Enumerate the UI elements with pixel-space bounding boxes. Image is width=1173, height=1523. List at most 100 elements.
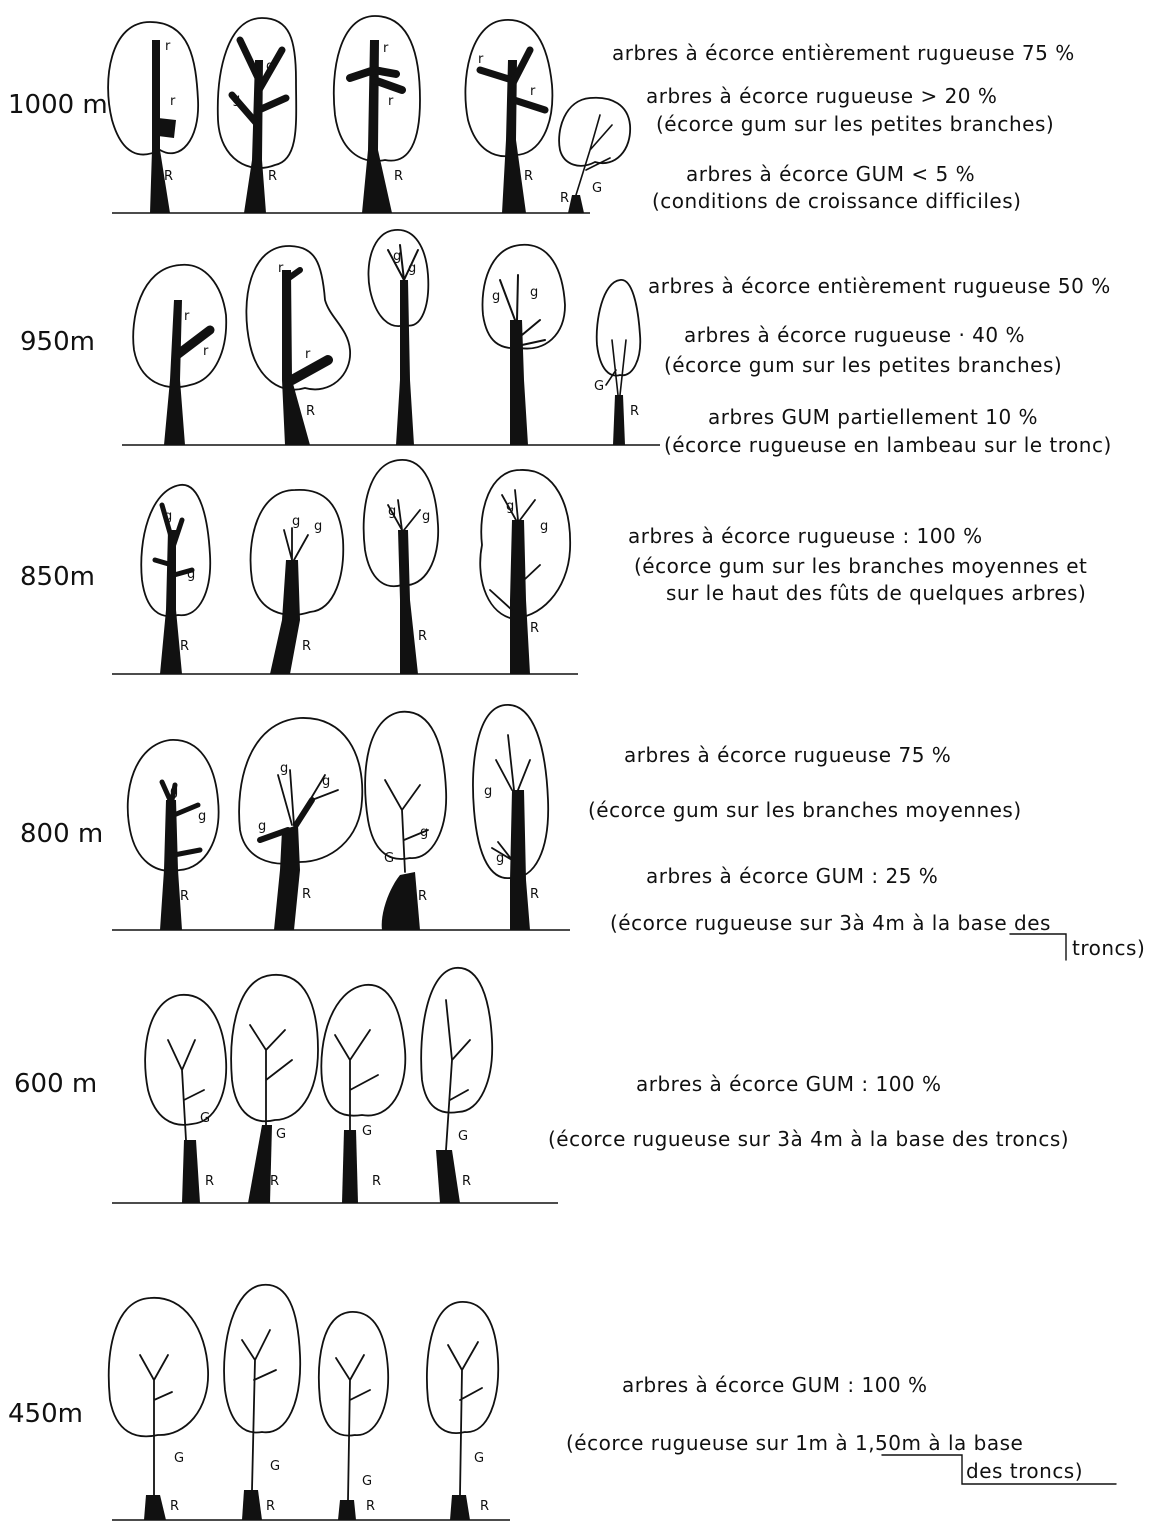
svg-text:(écorce gum sur les petites br: (écorce gum sur les petites branches) bbox=[656, 112, 1054, 136]
row-850m: 850m g g R g g R g g R bbox=[20, 460, 1087, 674]
svg-text:R: R bbox=[630, 404, 639, 419]
svg-text:G: G bbox=[384, 851, 394, 866]
svg-text:g: g bbox=[492, 289, 500, 304]
svg-text:arbres à écorce GUM : 100 %: arbres à écorce GUM : 100 % bbox=[622, 1373, 928, 1397]
tree-450m-1: G R bbox=[109, 1298, 208, 1520]
svg-text:R: R bbox=[530, 621, 539, 636]
svg-text:arbres à écorce rugueuse 75: arbres à écorce rugueuse 75 % bbox=[624, 743, 951, 767]
svg-text:r: r bbox=[203, 344, 209, 359]
svg-text:g: g bbox=[232, 92, 240, 107]
svg-text:R: R bbox=[266, 1499, 275, 1514]
svg-text:g: g bbox=[187, 567, 195, 582]
svg-text:r: r bbox=[388, 94, 394, 109]
svg-text:G: G bbox=[362, 1124, 372, 1139]
row-600m: 600 m G R G R G R G R bbox=[14, 968, 1069, 1203]
svg-text:R: R bbox=[418, 629, 427, 644]
svg-text:g: g bbox=[422, 509, 430, 524]
svg-text:g: g bbox=[388, 504, 396, 519]
svg-text:g: g bbox=[322, 774, 330, 789]
tree-1000m-1: r r R bbox=[108, 22, 198, 213]
row-450m: 450m G R G R G R G R bbox=[8, 1285, 1116, 1520]
svg-text:R: R bbox=[372, 1174, 381, 1189]
svg-text:G: G bbox=[200, 1111, 210, 1126]
svg-text:(écorce rugueuse en lambeau su: (écorce rugueuse en lambeau sur le tronc… bbox=[664, 433, 1112, 457]
legend-950m: arbres à écorce entièrement rugueuse 50 … bbox=[648, 274, 1112, 457]
svg-text:R: R bbox=[170, 1499, 179, 1514]
svg-text:arbres à écorce entièrement ru: arbres à écorce entièrement rugueuse 50 … bbox=[648, 274, 1111, 298]
tree-850m-2: g g R bbox=[251, 490, 344, 674]
svg-text:des troncs): des troncs) bbox=[966, 1459, 1083, 1483]
altitude-label-850m: 850m bbox=[20, 562, 95, 592]
row-950m: 950m r r r r R g g bbox=[20, 230, 1112, 457]
svg-text:(écorce gum sur les branches m: (écorce gum sur les branches moyennes) bbox=[588, 798, 1022, 822]
svg-text:G: G bbox=[276, 1127, 286, 1142]
svg-text:g: g bbox=[484, 784, 492, 799]
svg-text:g: g bbox=[266, 59, 274, 74]
svg-text:R: R bbox=[302, 887, 311, 902]
svg-text:(écorce gum sur les branches m: (écorce gum sur les branches moyennes et bbox=[634, 554, 1087, 578]
tree-950m-4: g g bbox=[482, 245, 565, 445]
svg-text:R: R bbox=[180, 639, 189, 654]
svg-text:R: R bbox=[270, 1174, 279, 1189]
svg-text:g: g bbox=[170, 784, 178, 799]
tree-850m-1: g g R bbox=[141, 485, 210, 674]
svg-text:r: r bbox=[170, 94, 176, 109]
tree-1000m-5: R G bbox=[559, 98, 630, 213]
tree-950m-3: g g bbox=[368, 230, 428, 445]
svg-text:R: R bbox=[530, 887, 539, 902]
altitude-label-450m: 450m bbox=[8, 1399, 83, 1429]
tree-1000m-3: r r R bbox=[334, 16, 420, 213]
legend-600m: arbres à écorce GUM : 100 % (écorce rugu… bbox=[548, 1072, 1069, 1151]
svg-text:arbres à écorce GUM < 5 %: arbres à écorce GUM < 5 % bbox=[686, 162, 975, 186]
svg-text:(écorce rugueuse sur 1m à 1,50: (écorce rugueuse sur 1m à 1,50m à la bas… bbox=[566, 1431, 1023, 1455]
svg-text:G: G bbox=[474, 1451, 484, 1466]
tree-800m-4: g g R bbox=[473, 705, 548, 930]
svg-text:(écorce rugueuse sur 3à 4m à l: (écorce rugueuse sur 3à 4m à la base des… bbox=[548, 1127, 1069, 1151]
svg-text:R: R bbox=[394, 169, 403, 184]
svg-text:r: r bbox=[478, 52, 484, 67]
tree-450m-3: G R bbox=[319, 1312, 388, 1520]
altitude-label-800m: 800 m bbox=[20, 819, 103, 849]
svg-text:R: R bbox=[480, 1499, 489, 1514]
svg-text:arbres à écorce rugueuse · 4: arbres à écorce rugueuse · 40 % bbox=[684, 323, 1025, 347]
svg-text:g: g bbox=[506, 499, 514, 514]
svg-text:arbres à écorce GUM : 25 %: arbres à écorce GUM : 25 % bbox=[646, 864, 938, 888]
svg-text:R: R bbox=[268, 169, 277, 184]
tree-1000m-2: g g R bbox=[218, 18, 296, 213]
svg-text:troncs): troncs) bbox=[1072, 936, 1145, 960]
svg-text:R: R bbox=[164, 169, 173, 184]
svg-text:(conditions de croissance diff: (conditions de croissance difficiles) bbox=[652, 189, 1021, 213]
svg-text:g: g bbox=[496, 851, 504, 866]
svg-text:r: r bbox=[165, 39, 171, 54]
svg-text:G: G bbox=[174, 1451, 184, 1466]
altitude-label-600m: 600 m bbox=[14, 1069, 97, 1099]
svg-text:(écorce gum sur les petites br: (écorce gum sur les petites branches) bbox=[664, 353, 1062, 377]
svg-text:G: G bbox=[270, 1459, 280, 1474]
svg-text:(écorce rugueuse sur 3à 4m à l: (écorce rugueuse sur 3à 4m à la base des bbox=[610, 911, 1051, 935]
tree-800m-3: G g R bbox=[365, 712, 446, 930]
svg-text:R: R bbox=[524, 169, 533, 184]
legend-800m: arbres à écorce rugueuse 75 % (écorce gu… bbox=[588, 743, 1145, 960]
svg-text:G: G bbox=[458, 1129, 468, 1144]
tree-600m-4: G R bbox=[421, 968, 492, 1203]
altitude-label-950m: 950m bbox=[20, 327, 95, 357]
svg-text:R: R bbox=[418, 889, 427, 904]
row-1000m: 1000 m r r R g g R r r R bbox=[8, 16, 1075, 213]
svg-text:R: R bbox=[462, 1174, 471, 1189]
svg-text:g: g bbox=[280, 761, 288, 776]
legend-450m: arbres à écorce GUM : 100 % (écorce rugu… bbox=[566, 1373, 1116, 1484]
legend-1000m: arbres à écorce entièrement rugueuse 75 … bbox=[612, 41, 1075, 213]
svg-text:g: g bbox=[393, 249, 401, 264]
tree-950m-5: G R bbox=[594, 280, 640, 445]
tree-600m-1: G R bbox=[145, 995, 226, 1203]
row-800m: 800 m g g R g g g R G g R bbox=[20, 705, 1145, 960]
tree-450m-2: G R bbox=[224, 1285, 300, 1520]
svg-text:G: G bbox=[362, 1474, 372, 1489]
svg-text:sur le haut des fûts de quelqu: sur le haut des fûts de quelques arbres) bbox=[666, 581, 1086, 605]
svg-text:R: R bbox=[306, 404, 315, 419]
svg-text:g: g bbox=[164, 509, 172, 524]
svg-text:arbres à écorce GUM : 100 %: arbres à écorce GUM : 100 % bbox=[636, 1072, 942, 1096]
tree-600m-2: G R bbox=[231, 975, 318, 1203]
svg-text:arbres à écorce rugueuse : 10: arbres à écorce rugueuse : 100 % bbox=[628, 524, 983, 548]
